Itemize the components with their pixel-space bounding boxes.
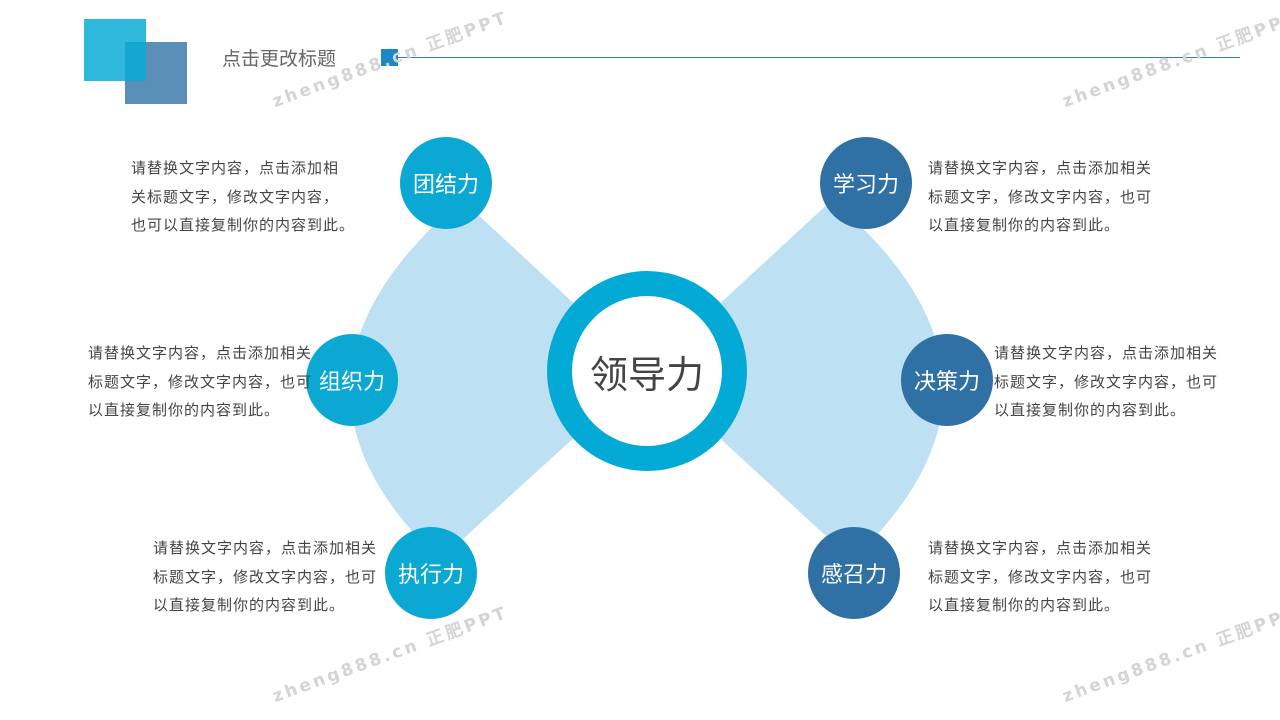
desc-right-top[interactable]: 请替换文字内容，点击添加相关 标题文字，修改文字内容，也可 以直接复制你的内容到…: [928, 154, 1152, 240]
node-right-bottom[interactable]: 感召力: [808, 527, 900, 619]
desc-line: 请替换文字内容，点击添加相关: [928, 539, 1153, 557]
desc-line: 标题文字，修改文字内容，也可: [153, 567, 378, 586]
desc-line: 标题文字，修改文字内容，也可: [994, 372, 1219, 391]
center-circle[interactable]: 领导力: [547, 271, 747, 471]
decor-square-overlap: [125, 42, 146, 81]
desc-left-top[interactable]: 请替换文字内容，点击添加相 关标题文字，修改文字内容， 也可以直接复制你的内容到…: [131, 154, 355, 240]
node-label: 组织力: [318, 370, 385, 395]
desc-line: 请替换文字内容，点击添加相关: [928, 159, 1153, 177]
desc-line: 以直接复制你的内容到此。: [153, 596, 346, 614]
desc-line: 请替换文字内容，点击添加相关: [88, 344, 313, 362]
desc-line: 也可以直接复制你的内容到此。: [131, 216, 356, 234]
desc-line: 以直接复制你的内容到此。: [928, 216, 1121, 234]
desc-line: 标题文字，修改文字内容，也可: [928, 567, 1153, 586]
node-label: 执行力: [397, 563, 464, 588]
desc-line: 以直接复制你的内容到此。: [88, 401, 281, 419]
node-label: 团结力: [412, 173, 479, 198]
node-label: 学习力: [832, 173, 899, 198]
title-marker: [381, 49, 398, 66]
desc-line: 标题文字，修改文字内容，也可: [88, 372, 313, 391]
desc-line: 以直接复制你的内容到此。: [994, 401, 1187, 419]
right-fan: [647, 200, 944, 560]
desc-left-mid[interactable]: 请替换文字内容，点击添加相关 标题文字，修改文字内容，也可 以直接复制你的内容到…: [88, 339, 312, 425]
desc-line: 关标题文字，修改文字内容，: [131, 187, 340, 206]
slide-title[interactable]: 点击更改标题: [222, 48, 337, 70]
title-rule: [398, 57, 1240, 58]
desc-line: 请替换文字内容，点击添加相关: [153, 539, 378, 557]
desc-right-mid[interactable]: 请替换文字内容，点击添加相关 标题文字，修改文字内容，也可 以直接复制你的内容到…: [994, 339, 1218, 425]
node-right-top[interactable]: 学习力: [820, 137, 912, 229]
left-fan: [350, 200, 647, 560]
desc-line: 请替换文字内容，点击添加相关: [994, 344, 1219, 362]
node-left-bottom[interactable]: 执行力: [385, 527, 477, 619]
center-label: 领导力: [589, 352, 704, 397]
node-left-mid[interactable]: 组织力: [306, 334, 398, 426]
desc-right-bottom[interactable]: 请替换文字内容，点击添加相关 标题文字，修改文字内容，也可 以直接复制你的内容到…: [928, 534, 1152, 620]
desc-left-bottom[interactable]: 请替换文字内容，点击添加相关 标题文字，修改文字内容，也可 以直接复制你的内容到…: [153, 534, 377, 620]
desc-line: 以直接复制你的内容到此。: [928, 596, 1121, 614]
node-label: 决策力: [913, 370, 980, 395]
node-label: 感召力: [820, 563, 887, 588]
node-left-top[interactable]: 团结力: [400, 137, 492, 229]
desc-line: 标题文字，修改文字内容，也可: [928, 187, 1153, 206]
node-right-mid[interactable]: 决策力: [901, 334, 993, 426]
desc-line: 请替换文字内容，点击添加相: [131, 159, 340, 177]
